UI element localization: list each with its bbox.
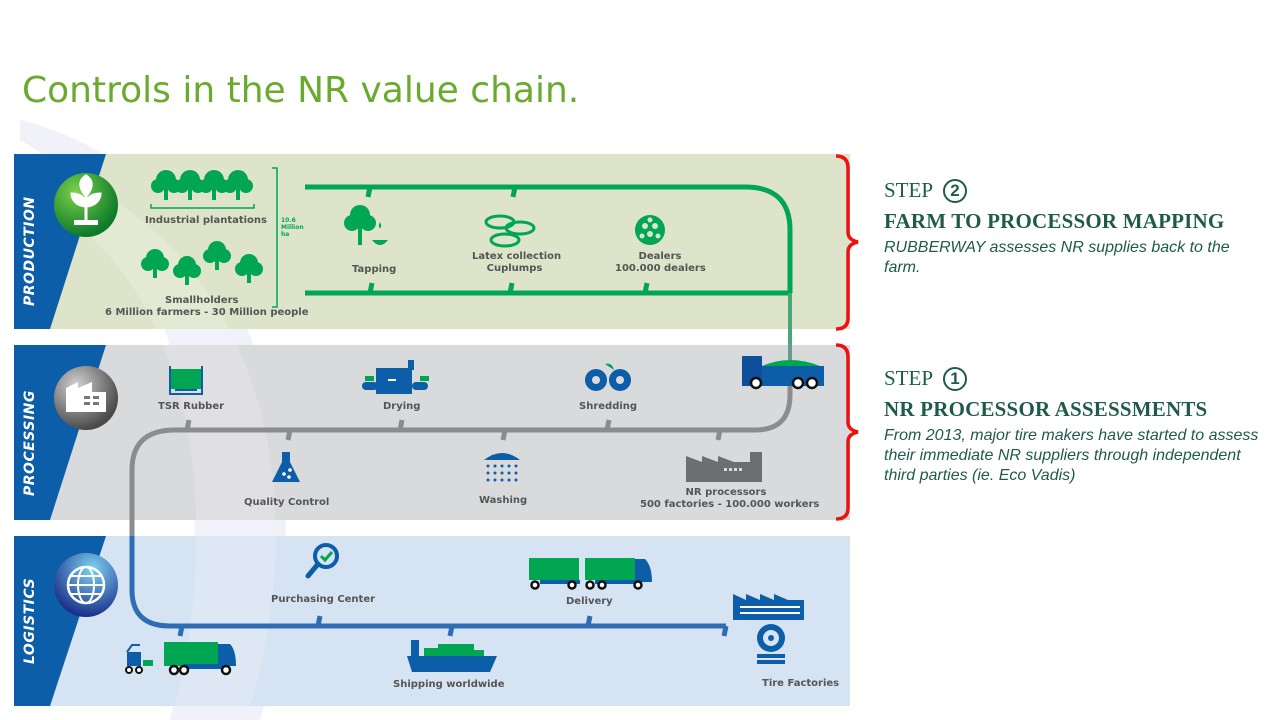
- step-2-title: STEP 2: [884, 178, 1264, 203]
- step2-bracket: [835, 154, 859, 331]
- dealers-label-line2: 100.000 dealers: [615, 263, 706, 274]
- flask-icon: [272, 452, 300, 482]
- purchasing-center-label: Purchasing Center: [271, 594, 376, 605]
- tire-factory-icon: [733, 594, 804, 664]
- dryer-icon: [362, 360, 429, 394]
- processing-label: PROCESSING: [22, 390, 38, 496]
- smallholders-sub-label: 6 Million farmers - 30 Million people: [105, 307, 309, 318]
- step-2-word: STEP: [884, 178, 934, 202]
- dealers-icon: [635, 215, 665, 245]
- area-label: 10.6 Million ha: [281, 217, 304, 238]
- factory-building-icon: [686, 452, 762, 482]
- processing-flow: [129, 375, 793, 536]
- truck-trailer-icon: [529, 558, 652, 590]
- value-chain-diagram: PRODUCTION PROCESSING LOGISTICS Industri…: [14, 120, 859, 720]
- smallholders-label: Smallholders: [165, 295, 239, 306]
- bracket-icon: [272, 167, 278, 308]
- drying-label: Drying: [383, 401, 421, 412]
- tapping-label: Tapping: [352, 264, 397, 275]
- step-2-block: STEP 2 FARM TO PROCESSOR MAPPING RUBBERW…: [884, 178, 1264, 278]
- step-1-description: From 2013, major tire makers have starte…: [884, 427, 1259, 484]
- swoosh-overlay: [20, 160, 276, 706]
- step-1-title: STEP 1: [884, 366, 1264, 391]
- step-2-heading: FARM TO PROCESSOR MAPPING: [884, 209, 1225, 233]
- tree-row-icon: [150, 170, 255, 209]
- tsr-rubber-label: TSR Rubber: [158, 401, 225, 412]
- logistics-flow: [129, 536, 729, 637]
- industrial-plantations-label: Industrial plantations: [145, 215, 267, 226]
- gears-icon: [585, 363, 631, 391]
- step-1-number-badge: 1: [943, 366, 968, 391]
- step-1-block: STEP 1 NR PROCESSOR ASSESSMENTS From 201…: [884, 366, 1264, 486]
- nr-processors-line2: 500 factories - 100.000 workers: [640, 499, 820, 510]
- cuplumps-icon: [484, 214, 536, 248]
- area-unit-1: Million: [281, 224, 304, 231]
- latex-label-line2: Cuplumps: [486, 263, 543, 274]
- logistics-band: [14, 536, 850, 706]
- nr-processors-line1: NR processors: [685, 487, 767, 498]
- tire-factories-label: Tire Factories: [762, 678, 840, 689]
- step-2-description: RUBBERWAY assesses NR supplies back to t…: [884, 239, 1230, 276]
- sprout-icon: [54, 173, 118, 237]
- shipping-label: Shipping worldwide: [393, 679, 505, 690]
- production-label: PRODUCTION: [22, 196, 38, 306]
- logistics-label: LOGISTICS: [22, 577, 38, 664]
- latex-collection-label: Latex collection Cuplumps: [472, 251, 562, 275]
- magnifier-check-icon: [305, 543, 339, 579]
- dealers-label-line1: Dealers: [638, 251, 682, 262]
- trees-icon: [141, 241, 263, 285]
- tapping-icon: [344, 205, 388, 245]
- step-2-number-badge: 2: [943, 178, 968, 203]
- dump-truck-icon: [742, 356, 824, 390]
- step1-bracket: [835, 343, 859, 521]
- production-flow: [305, 184, 793, 296]
- step-1-word: STEP: [884, 366, 934, 390]
- latex-label-line1: Latex collection: [472, 251, 562, 262]
- shredding-label: Shredding: [579, 401, 638, 412]
- step-1-heading: NR PROCESSOR ASSESSMENTS: [884, 397, 1208, 421]
- globe-icon: [54, 553, 118, 617]
- crate-icon: [169, 366, 203, 395]
- area-unit-2: ha: [281, 231, 290, 238]
- factory-icon: [54, 366, 118, 430]
- ship-icon: [407, 640, 497, 672]
- slide-title: Controls in the NR value chain.: [22, 70, 580, 111]
- delivery-label: Delivery: [566, 596, 613, 607]
- quality-control-label: Quality Control: [244, 497, 330, 508]
- washing-label: Washing: [479, 495, 528, 506]
- forklift-truck-icon: [125, 642, 236, 676]
- area-value: 10.6: [281, 217, 296, 224]
- shower-icon: [484, 453, 520, 482]
- nr-processors-label: NR processors 500 factories - 100.000 wo…: [640, 487, 820, 511]
- diagram-graphics: [14, 154, 859, 706]
- dealers-label: Dealers 100.000 dealers: [615, 251, 706, 275]
